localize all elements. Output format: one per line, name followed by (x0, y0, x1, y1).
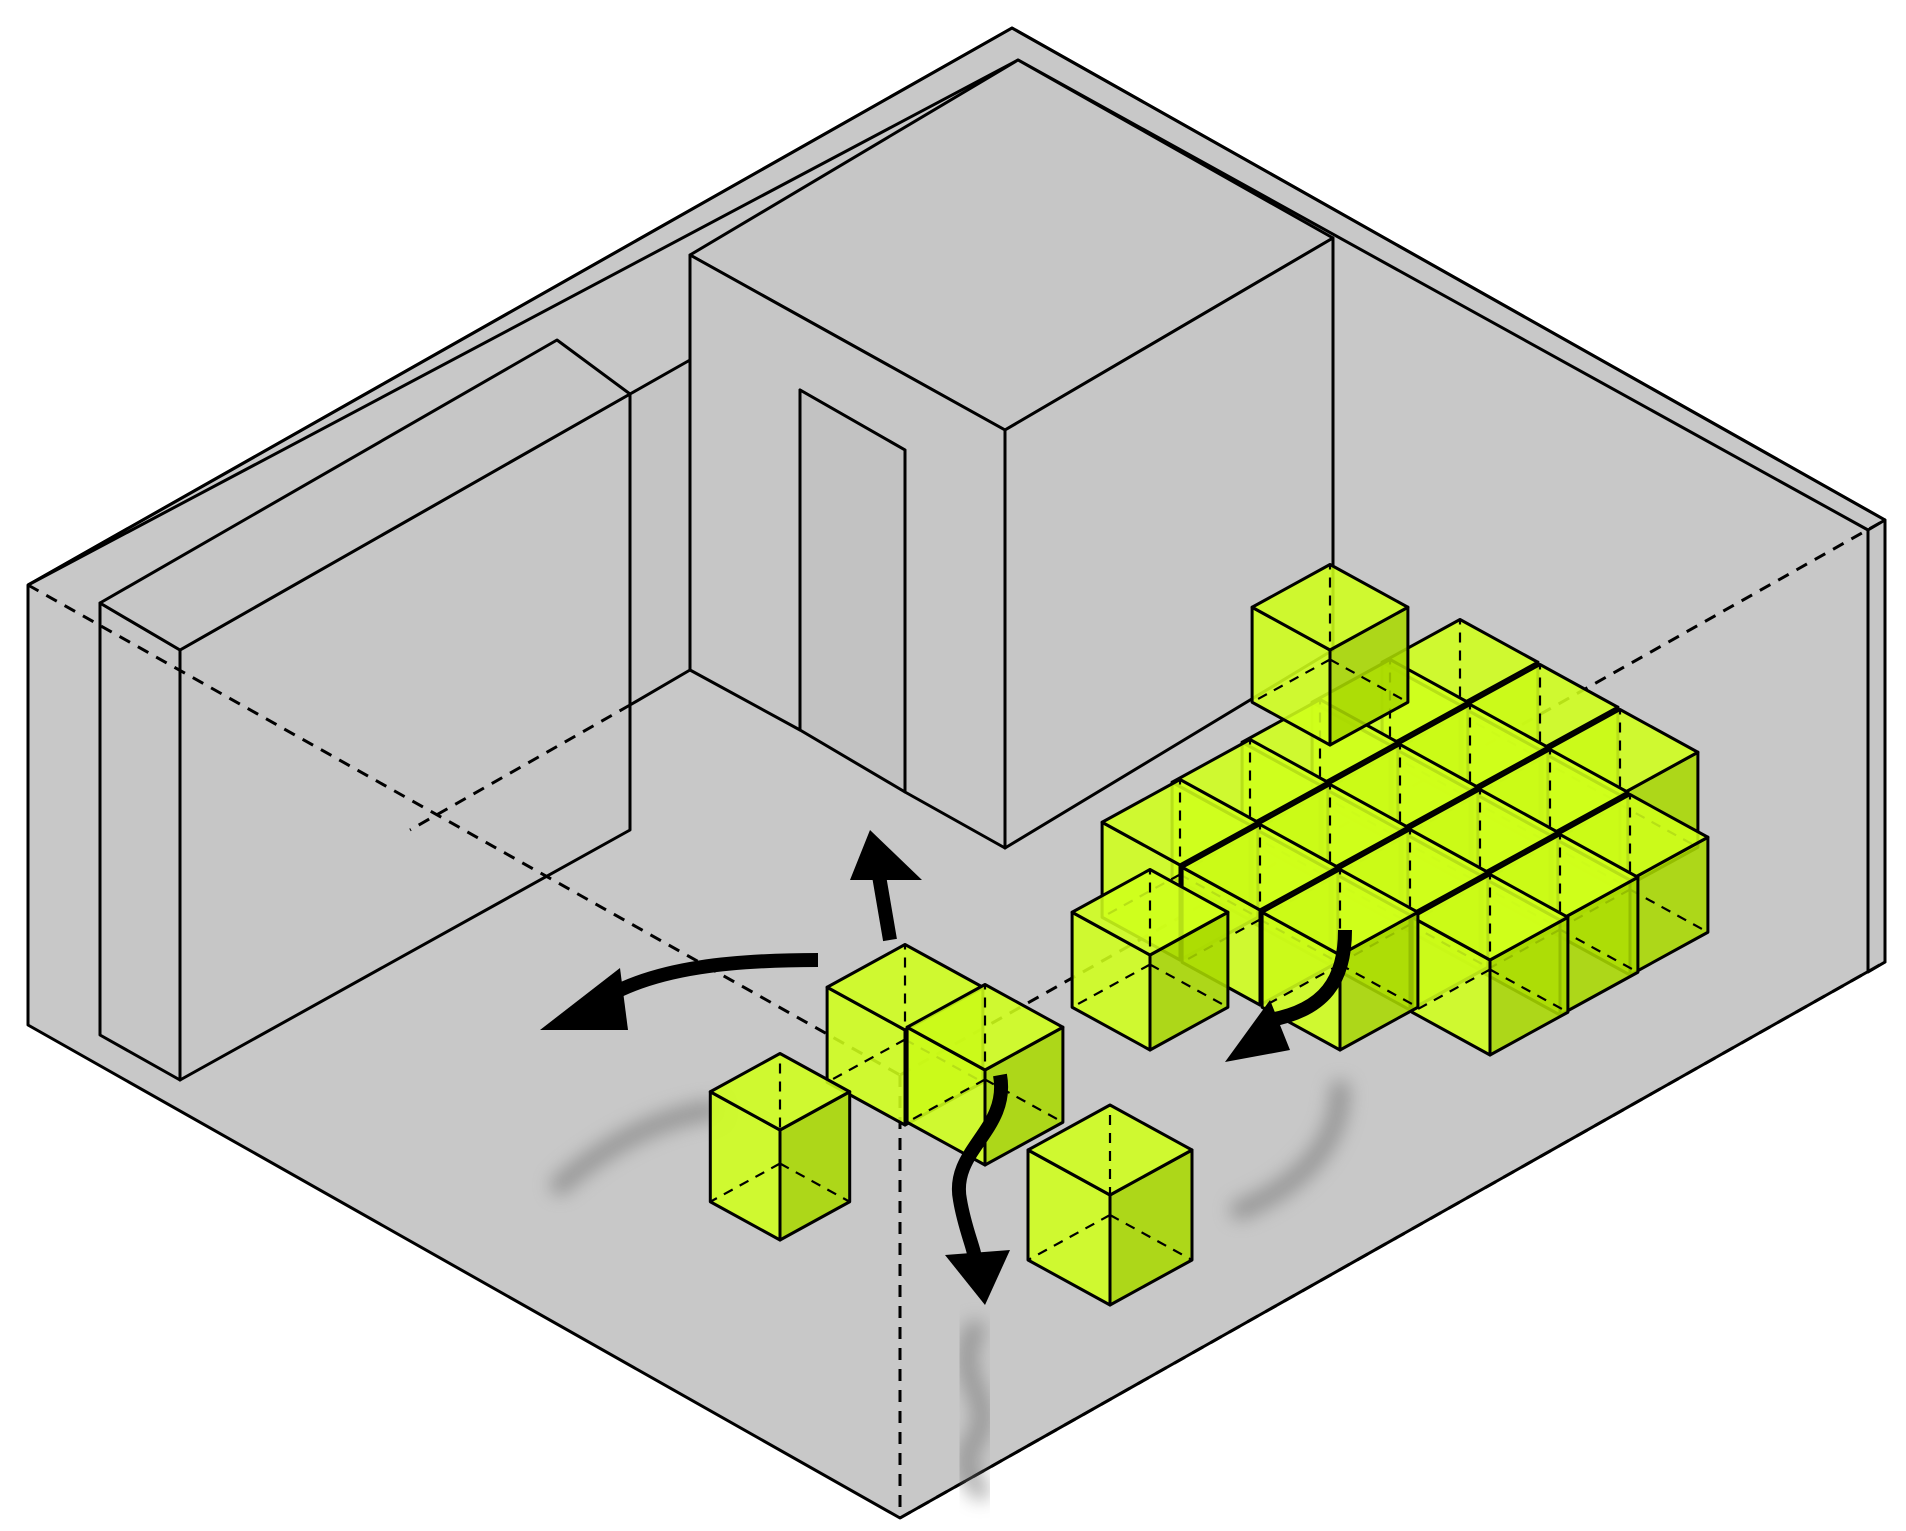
central-block (628, 58, 1335, 850)
arrow-up-icon (850, 830, 922, 942)
cube-top-face (1026, 1103, 1194, 1197)
stacked-cube (1250, 563, 1410, 747)
floor-guide-back-left (409, 703, 631, 832)
motion-trail-left (550, 1100, 720, 1195)
doorway-recess (798, 388, 907, 794)
arrow-down-left-curved-icon (1225, 929, 1352, 1062)
left-partition (98, 338, 632, 1082)
moving-cube-right (1026, 1103, 1194, 1307)
cube-top-face (1260, 868, 1420, 957)
motion-trail-bottom (957, 1320, 993, 1500)
cube-top-face (1410, 873, 1570, 962)
cube-hidden-edges (1027, 1105, 1193, 1261)
cube-top-face (1180, 823, 1340, 912)
cube-hidden-edges (1411, 874, 1569, 1014)
cube-hidden-edges (709, 1053, 851, 1203)
left-partition-side (98, 601, 182, 1082)
cube-group (708, 563, 1710, 1307)
arrow-left-curved-icon (540, 953, 819, 1030)
back-gap-floor (628, 358, 692, 707)
moving-cube-center-front (905, 983, 1065, 1167)
cube-hidden-edges (906, 984, 1064, 1124)
arrow-down-curved-icon (945, 1073, 1010, 1305)
right-wall (1866, 518, 1887, 974)
cube-hidden-edges (1251, 564, 1409, 704)
moving-cube-left (708, 1052, 852, 1242)
back-left-wall-top (27, 26, 1886, 587)
floor-guides (27, 518, 1886, 1520)
cube-hidden-edges (1071, 869, 1229, 1009)
motion-trails (550, 1080, 1350, 1500)
cube-top-face (905, 983, 1065, 1072)
cluster-front-cube (1070, 868, 1230, 1052)
cube-top-face (1070, 868, 1230, 957)
cube-top-face (1100, 778, 1260, 867)
cube-top-face (1250, 563, 1410, 652)
arrows (540, 830, 1352, 1305)
cube-top-face (708, 1052, 852, 1132)
motion-trail-right (1230, 1080, 1350, 1220)
cube-hidden-edges (1261, 869, 1419, 1009)
